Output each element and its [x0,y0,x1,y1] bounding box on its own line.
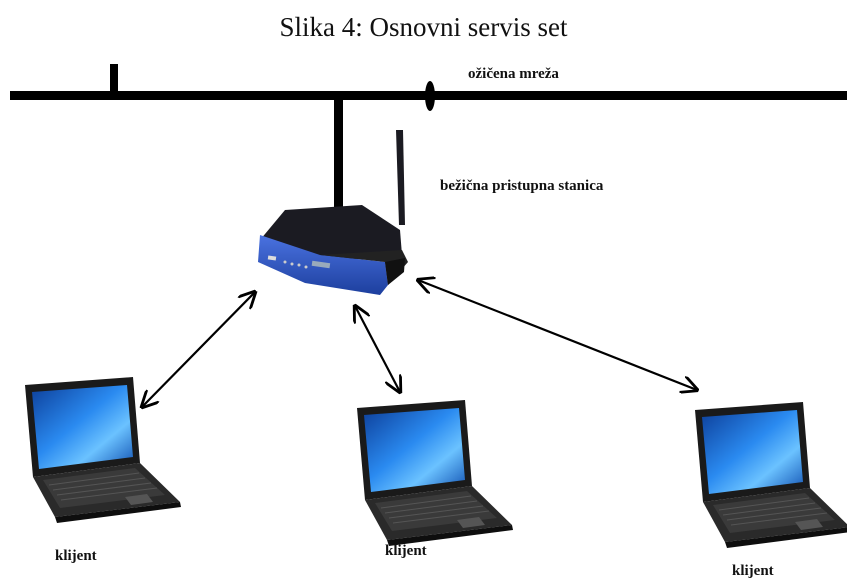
access-point-label: bežična pristupna stanica [440,178,604,194]
figure-title: Slika 4: Osnovni servis set [279,12,568,42]
laptop-icon [24,376,182,524]
wireless-link-client-1 [142,292,255,407]
laptop-icon [694,401,847,549]
client-label: klijent [55,548,97,564]
client-label: klijent [732,563,774,579]
wireless-router-icon [258,130,408,295]
network-tap [110,64,118,94]
router-uplink-cable [334,97,343,209]
wired-network-label: ožičena mreža [468,66,559,82]
client-label: klijent [385,543,427,559]
network-terminator [425,81,435,111]
wireless-link-client-2 [355,306,400,392]
wireless-link-client-3 [418,280,697,390]
laptop-icon [356,399,514,547]
